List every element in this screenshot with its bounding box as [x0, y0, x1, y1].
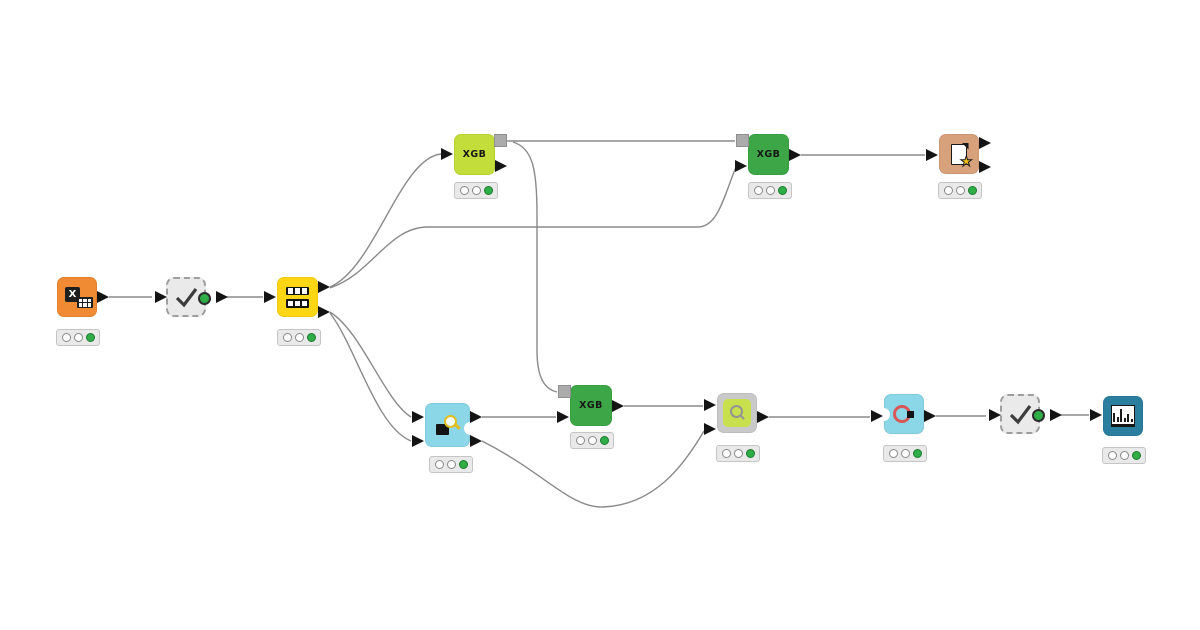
input-port[interactable] — [155, 291, 167, 303]
node-label: XGB — [462, 149, 487, 160]
xgb-learner-node[interactable]: XGB — [441, 134, 507, 175]
partitioning-node[interactable] — [264, 277, 330, 318]
connection-partitioning-to-sampler-in1[interactable] — [329, 311, 412, 418]
connection-partitioning-to-learner[interactable] — [329, 153, 442, 288]
scorer-node[interactable] — [704, 393, 769, 435]
document-star-icon: ★ — [950, 142, 973, 169]
bar-chart-icon — [1111, 405, 1135, 427]
traffic-light-partitioning — [277, 329, 321, 346]
input-port-2[interactable] — [412, 435, 424, 447]
output-port-bottom[interactable] — [979, 161, 991, 173]
output-port[interactable] — [97, 291, 109, 303]
input-port-1[interactable] — [704, 399, 716, 411]
data-input-port[interactable] — [735, 160, 747, 172]
traffic-light-sampler — [429, 456, 473, 473]
output-port-bottom[interactable] — [318, 306, 330, 318]
model-output-port[interactable] — [494, 134, 507, 147]
bar-chart-view-node[interactable] — [1090, 396, 1143, 436]
input-port[interactable] — [1090, 409, 1102, 421]
excel-icon: X — [64, 285, 93, 309]
file-output-node[interactable]: ★ — [926, 134, 991, 174]
input-port-1[interactable] — [412, 411, 424, 423]
roc-ring-icon — [893, 404, 915, 424]
output-port-2[interactable] — [470, 435, 482, 447]
output-port-top[interactable] — [979, 137, 991, 149]
output-port-top[interactable] — [318, 281, 330, 293]
xgb-predictor-2-node[interactable]: XGB — [557, 385, 624, 426]
square-magnifier-icon — [436, 414, 461, 435]
status-dot — [198, 292, 211, 305]
output-port[interactable] — [1050, 409, 1062, 421]
check-component-1-node[interactable] — [155, 277, 228, 317]
xgb-predictor-1-node[interactable]: XGB — [735, 134, 801, 175]
output-port[interactable] — [216, 291, 228, 303]
traffic-light-predictor2 — [570, 432, 614, 449]
excel-reader-node[interactable]: X — [57, 277, 109, 317]
shape-notch — [464, 422, 477, 435]
connection-sampler-out2-to-scorer[interactable] — [481, 430, 705, 508]
sampler-node[interactable] — [412, 403, 482, 447]
output-port[interactable] — [924, 410, 936, 422]
status-dot — [1032, 409, 1045, 422]
check-component-2-node[interactable] — [989, 394, 1062, 434]
output-port[interactable] — [612, 400, 624, 412]
input-port[interactable] — [989, 409, 1001, 421]
traffic-light-barchart — [1102, 447, 1146, 464]
output-port[interactable] — [789, 149, 801, 161]
traffic-light-roc — [883, 445, 927, 462]
output-port-1[interactable] — [470, 411, 482, 423]
checkmark-icon — [175, 288, 198, 308]
traffic-light-scorer — [716, 445, 760, 462]
connection-learner-model-to-predictor2[interactable] — [512, 141, 558, 393]
traffic-light-fileoutput — [938, 182, 982, 199]
output-port[interactable] — [495, 160, 507, 172]
input-port[interactable] — [926, 149, 938, 161]
model-input-port[interactable] — [558, 385, 571, 398]
traffic-light-learner — [454, 182, 498, 199]
node-label: XGB — [579, 400, 603, 411]
input-port-2[interactable] — [704, 423, 716, 435]
input-port[interactable] — [871, 410, 883, 422]
output-port[interactable] — [757, 411, 769, 423]
checkmark-icon — [1009, 405, 1032, 425]
magnifier-icon — [729, 405, 745, 421]
connection-partitioning-to-predictor1-data[interactable] — [329, 166, 737, 289]
table-rows-icon — [286, 286, 309, 308]
connection-partitioning-to-sampler-in2[interactable] — [329, 312, 412, 442]
traffic-light-excel — [56, 329, 100, 346]
input-port[interactable] — [441, 148, 453, 160]
model-input-port[interactable] — [736, 134, 749, 147]
input-port[interactable] — [264, 291, 276, 303]
roc-curve-node[interactable] — [871, 394, 936, 434]
data-input-port[interactable] — [557, 411, 569, 423]
traffic-light-predictor1 — [748, 182, 792, 199]
node-label: XGB — [756, 149, 781, 160]
